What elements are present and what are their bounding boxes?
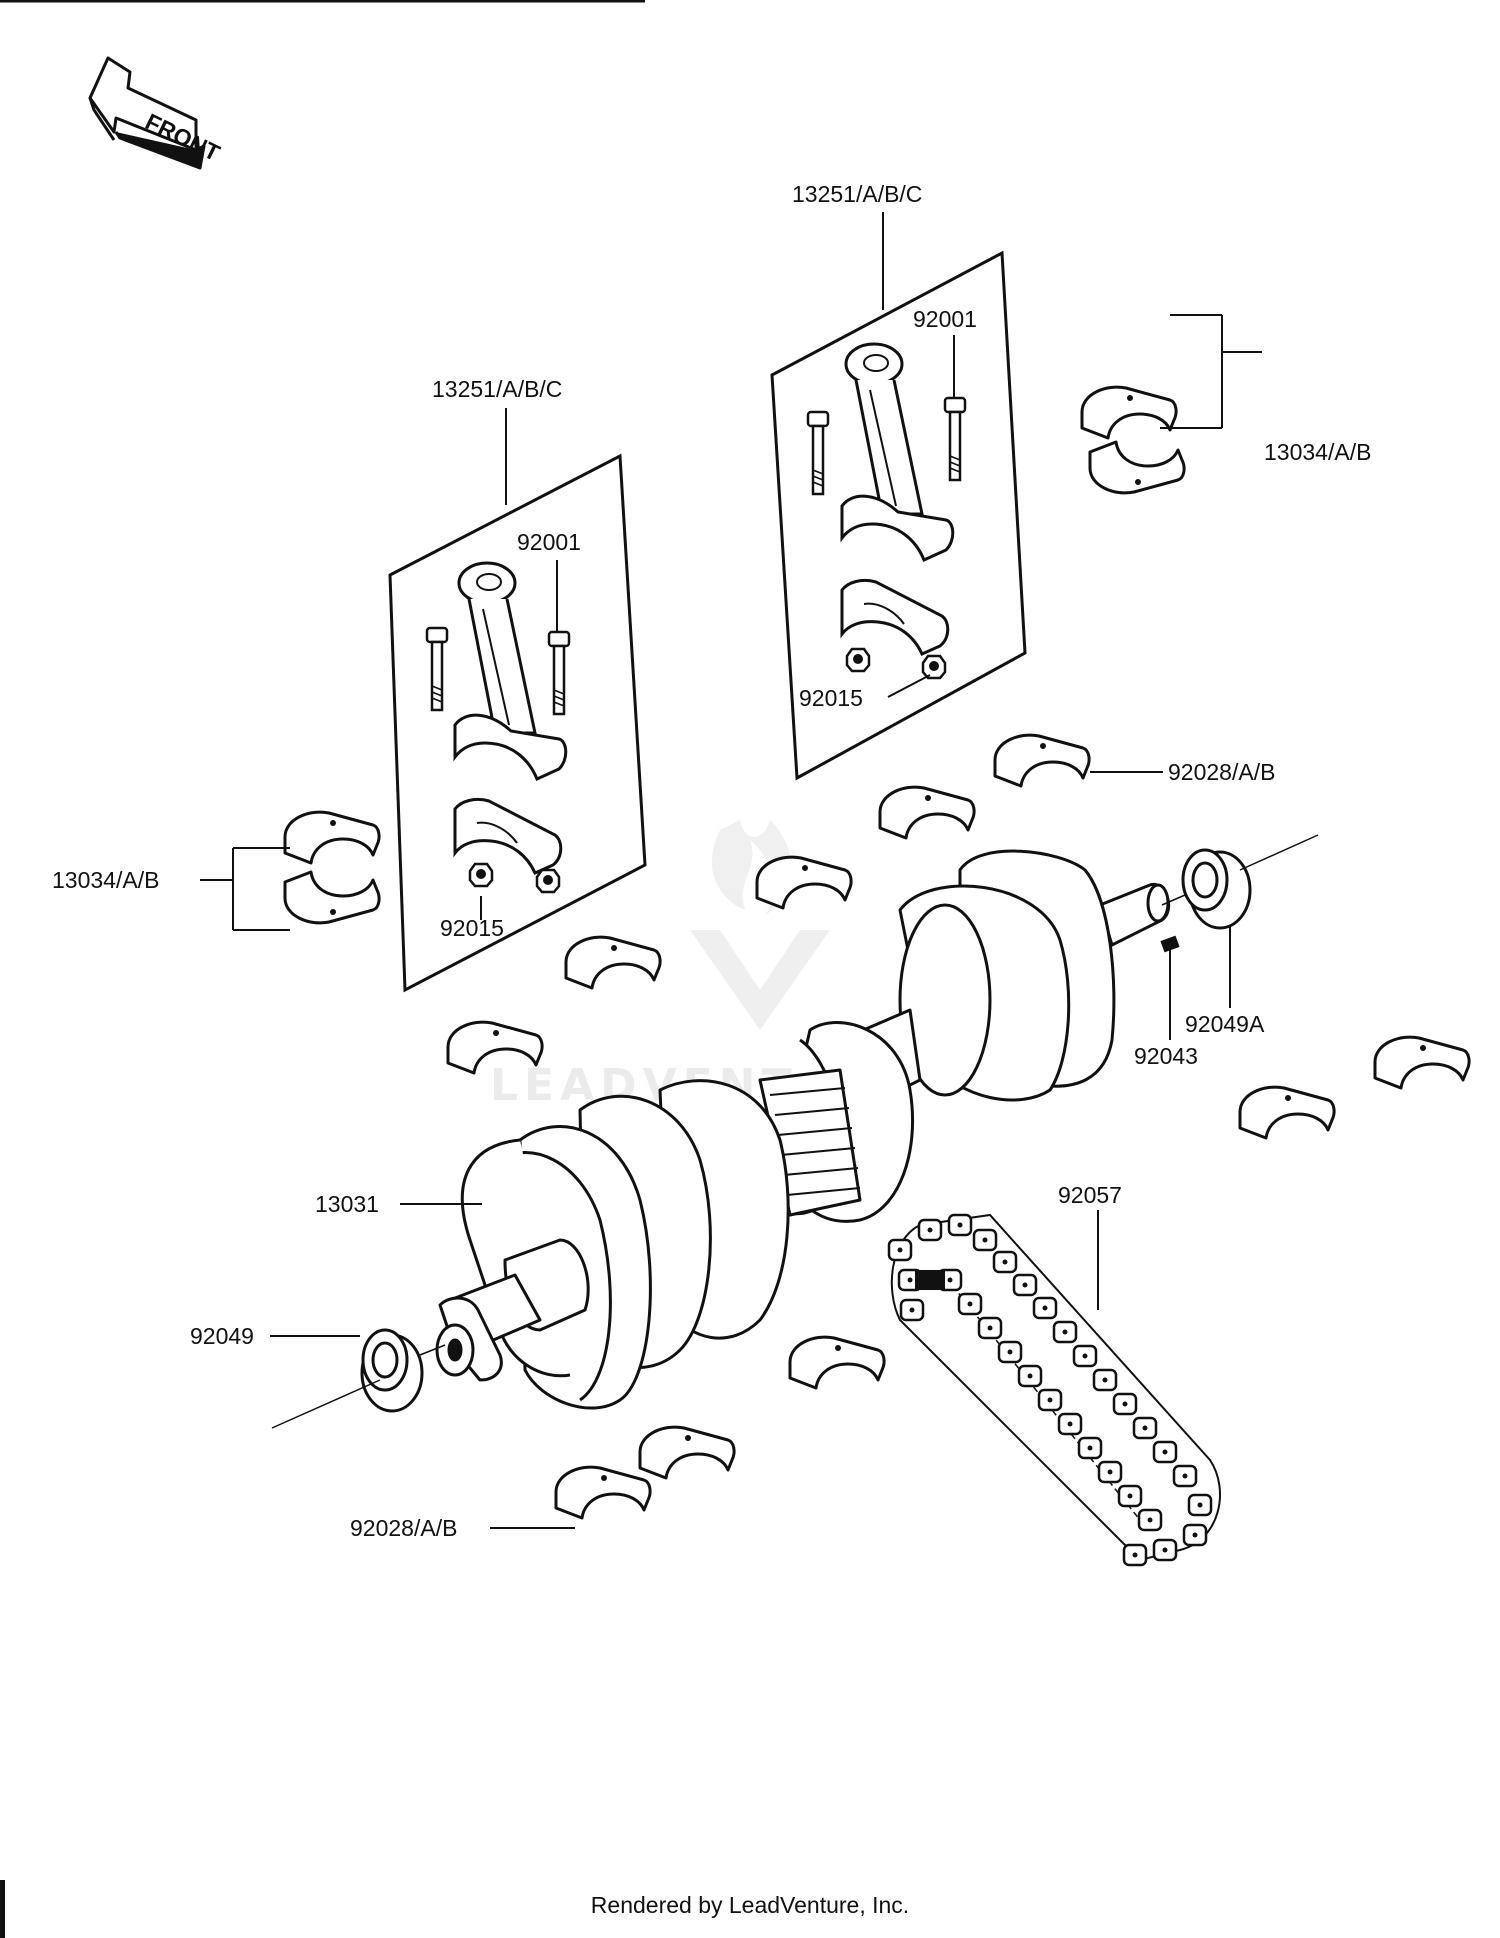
footer-credit: Rendered by LeadVenture, Inc. — [590, 1892, 910, 1918]
crankshaft — [435, 849, 1171, 1410]
rod-nut-left-b — [535, 868, 561, 894]
rod-nut-right-a — [845, 647, 871, 673]
oil-seal-left — [271, 1328, 446, 1429]
callout-labels: 13251/A/B/C 13251/A/B/C 92001 92001 9201… — [52, 181, 1371, 1541]
callout-bolt-right: 92001 — [913, 306, 977, 332]
callout-conrod-right: 13251/A/B/C — [792, 181, 922, 207]
callout-crankshaft: 13031 — [315, 1191, 379, 1217]
callout-nut-right: 92015 — [799, 685, 863, 711]
bigend-bearings-left — [283, 810, 381, 925]
left-edge-mark — [0, 1880, 5, 1938]
callout-bolt-left: 92001 — [517, 529, 581, 555]
rod-nut-left-a — [468, 862, 494, 888]
callout-bigend-left: 13034/A/B — [52, 867, 159, 893]
callout-key: 92043 — [1134, 1043, 1198, 1069]
oil-seal-right — [1161, 834, 1319, 930]
conrod-assembly-left — [388, 453, 647, 993]
callout-nut-left: 92015 — [440, 915, 504, 941]
conrod-assembly-right — [770, 250, 1027, 781]
callout-main-lower: 92028/A/B — [350, 1515, 457, 1541]
rod-nut-right-b — [921, 654, 947, 680]
leader-lines — [200, 212, 1262, 1529]
callout-chain: 92057 — [1058, 1182, 1122, 1208]
callout-seal-right: 92049A — [1185, 1011, 1265, 1037]
callout-bigend-right: 13034/A/B — [1264, 439, 1371, 465]
bigend-bearings-right — [1080, 385, 1186, 495]
callout-main-upper: 92028/A/B — [1168, 759, 1275, 785]
front-direction-arrow: FRONT — [88, 56, 224, 170]
callout-conrod-left: 13251/A/B/C — [432, 376, 562, 402]
callout-seal-left: 92049 — [190, 1323, 254, 1349]
cam-chain — [887, 1213, 1221, 1567]
woodruff-key — [1160, 935, 1180, 953]
